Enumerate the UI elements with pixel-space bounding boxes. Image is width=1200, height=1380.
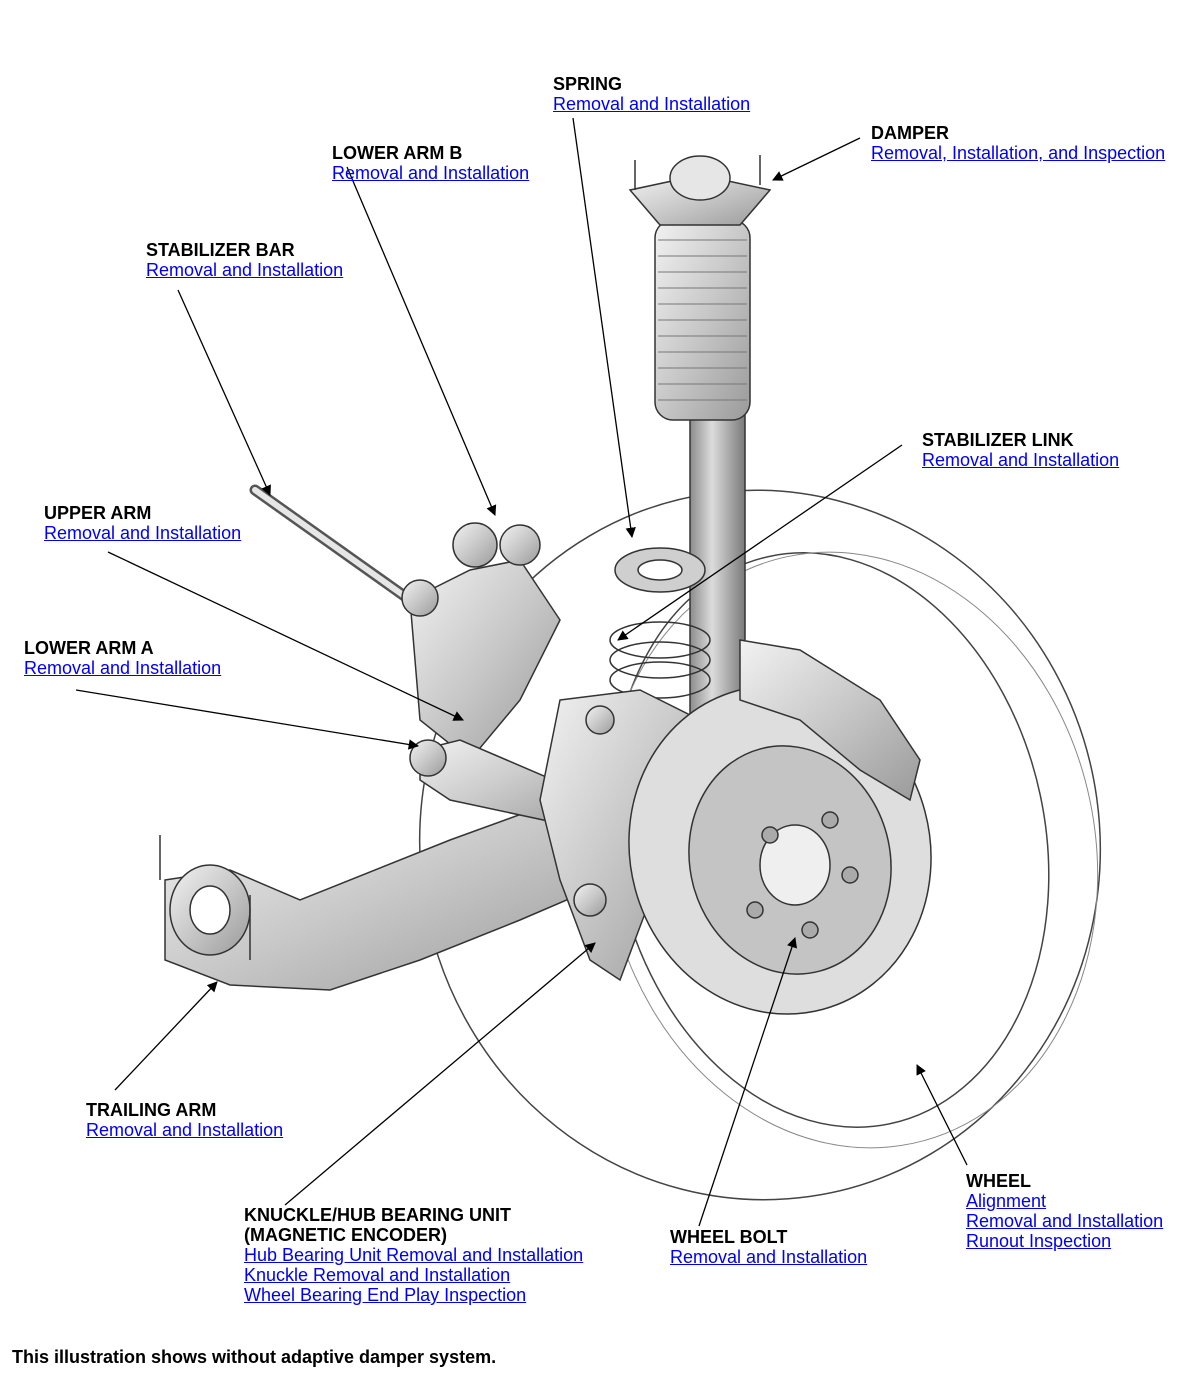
wheel-bearing-end-play-inspection-link[interactable]: Wheel Bearing End Play Inspection xyxy=(244,1285,527,1305)
trailing-arm-shape xyxy=(159,799,601,991)
leader-stabilizer-link xyxy=(617,444,903,641)
callout-trailing-arm: TRAILING ARM Removal and Installation xyxy=(86,1100,283,1140)
knuckle-title-line1: KNUCKLE/HUB BEARING UNIT xyxy=(244,1205,511,1225)
leader-stabilizer-bar xyxy=(177,289,271,496)
stabilizer-link-title: STABILIZER LINK xyxy=(922,430,1074,450)
leader-knuckle xyxy=(284,942,596,1206)
illustration-footnote: This illustration shows without adaptive… xyxy=(12,1347,497,1367)
callout-damper: DAMPER Removal, Installation, and Inspec… xyxy=(871,123,1165,163)
leader-wheel xyxy=(916,1064,968,1166)
callout-upper-arm: UPPER ARM Removal and Installation xyxy=(44,503,241,543)
lower-arm-b-removal-installation-link[interactable]: Removal and Installation xyxy=(332,163,530,183)
leader-lower-arm-b xyxy=(346,166,497,516)
wheel-bolt-removal-installation-link[interactable]: Removal and Installation xyxy=(670,1247,868,1267)
callout-lower-arm-a: LOWER ARM A Removal and Installation xyxy=(24,638,221,678)
wheel-alignment-link[interactable]: Alignment xyxy=(966,1191,1047,1211)
damper-shape xyxy=(628,155,772,731)
upper-arm-title: UPPER ARM xyxy=(44,503,152,523)
damper-title: DAMPER xyxy=(871,123,950,143)
hub-bearing-unit-removal-installation-link[interactable]: Hub Bearing Unit Removal and Installatio… xyxy=(244,1245,584,1265)
lower-arm-a-removal-installation-link[interactable]: Removal and Installation xyxy=(24,658,222,678)
knuckle-removal-installation-link[interactable]: Knuckle Removal and Installation xyxy=(244,1265,511,1285)
leader-lower-arm-a xyxy=(75,689,420,750)
wheel-removal-installation-link[interactable]: Removal and Installation xyxy=(966,1211,1164,1231)
spring-title: SPRING xyxy=(553,74,623,94)
leader-lines xyxy=(75,117,968,1227)
leader-wheel-bolt xyxy=(698,937,797,1227)
damper-removal-installation-inspection-link[interactable]: Removal, Installation, and Inspection xyxy=(871,143,1166,163)
trailing-arm-title: TRAILING ARM xyxy=(86,1100,217,1120)
callout-knuckle-hub-bearing: KNUCKLE/HUB BEARING UNIT (MAGNETIC ENCOD… xyxy=(244,1205,583,1305)
lower-arm-a-title: LOWER ARM A xyxy=(24,638,154,658)
trailing-arm-removal-installation-link[interactable]: Removal and Installation xyxy=(86,1120,284,1140)
callout-wheel-bolt: WHEEL BOLT Removal and Installation xyxy=(670,1227,867,1267)
wheel-bolt-title: WHEEL BOLT xyxy=(670,1227,788,1247)
brake-caliper-shape xyxy=(739,639,921,802)
stabilizer-link-removal-installation-link[interactable]: Removal and Installation xyxy=(922,450,1120,470)
upper-arm-removal-installation-link[interactable]: Removal and Installation xyxy=(44,523,242,543)
spring-removal-installation-link[interactable]: Removal and Installation xyxy=(553,94,751,114)
upper-arm-shape xyxy=(401,522,561,762)
leader-damper xyxy=(772,137,861,181)
stabilizer-bar-shape xyxy=(249,484,416,606)
callout-stabilizer-bar: STABILIZER BAR Removal and Installation xyxy=(146,240,343,280)
callout-lower-arm-b: LOWER ARM B Removal and Installation xyxy=(332,143,529,183)
callout-spring: SPRING Removal and Installation xyxy=(553,74,750,114)
brake-disc-shape xyxy=(628,685,932,1015)
callout-stabilizer-link: STABILIZER LINK Removal and Installation xyxy=(922,430,1119,470)
wheel-title: WHEEL xyxy=(966,1171,1031,1191)
leader-upper-arm xyxy=(107,551,464,721)
spring-shape xyxy=(609,547,711,699)
stabilizer-bar-removal-installation-link[interactable]: Removal and Installation xyxy=(146,260,344,280)
callout-wheel: WHEEL Alignment Removal and Installation… xyxy=(966,1171,1163,1251)
knuckle-title-line2: (MAGNETIC ENCODER) xyxy=(244,1225,447,1245)
lower-arm-b-title: LOWER ARM B xyxy=(332,143,463,163)
stabilizer-bar-title: STABILIZER BAR xyxy=(146,240,295,260)
leader-trailing-arm xyxy=(114,981,218,1091)
wheel-runout-inspection-link[interactable]: Runout Inspection xyxy=(966,1231,1112,1251)
leader-spring xyxy=(572,117,636,539)
